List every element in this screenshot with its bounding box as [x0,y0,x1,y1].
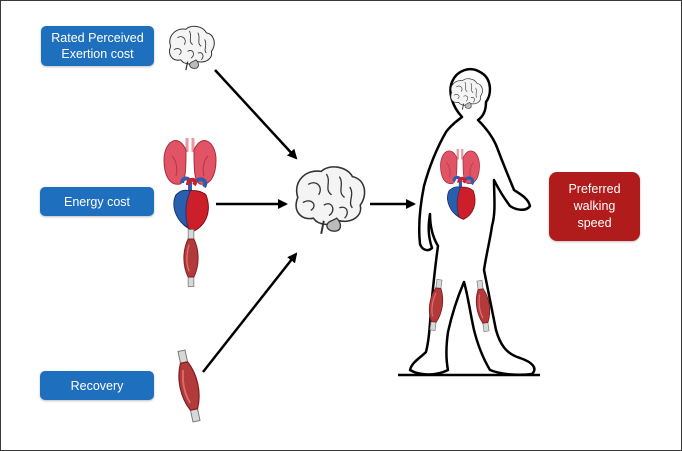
muscle-icon [171,348,207,424]
muscle-icon [183,228,199,288]
rpe-label-line1: Rated Perceived [51,31,144,45]
heart-icon [171,176,211,233]
recovery-label-text: Recovery [70,378,124,393]
rpe-label-line2: Exertion cost [61,47,134,61]
preferred-walking-speed-label: Preferred walking speed [549,172,640,241]
recovery-label: Recovery [40,371,154,400]
energy-cost-label: Energy cost [40,187,154,216]
pws-label-line3: speed [577,216,612,230]
energy-label-text: Energy cost [63,194,130,209]
brain-icon [295,165,366,235]
brain-icon [168,25,215,71]
pws-label-line1: Preferred [568,182,621,196]
walking-person-silhouette [398,68,540,377]
arrow-recovery-to-brain [202,252,298,373]
lungs-icon [162,136,218,186]
pws-label-line2: walking [573,199,616,213]
rpe-cost-label: Rated Perceived Exertion cost [41,26,154,66]
arrow-rpe-to-brain [214,69,298,160]
